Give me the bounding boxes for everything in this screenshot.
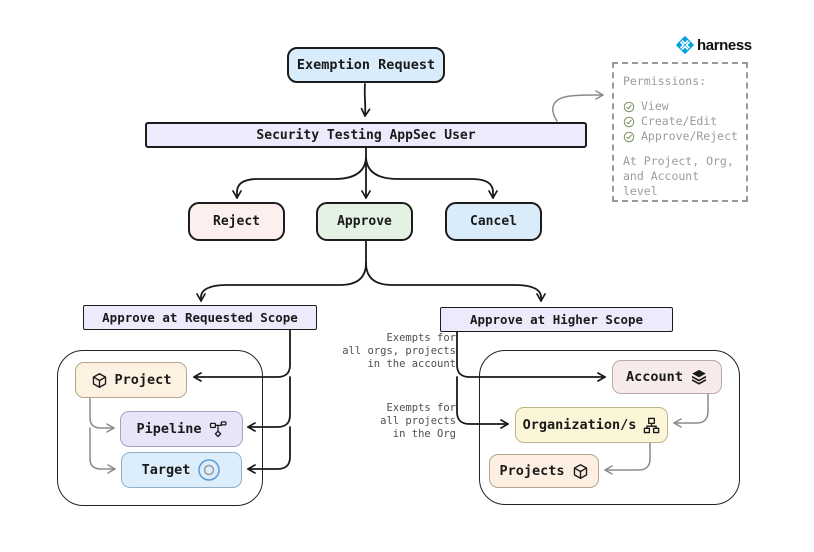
harness-wordmark: harness <box>697 36 752 54</box>
permissions-title: Permissions: <box>623 74 707 88</box>
organizations-label: Organization/s <box>522 417 637 433</box>
pipeline-node[interactable]: Pipeline <box>120 411 243 447</box>
appsec-user-node[interactable]: Security Testing AppSec User <box>145 122 587 148</box>
account-label: Account <box>626 369 683 385</box>
permission-item: Create/Edit <box>623 114 737 129</box>
org-chart-icon <box>643 417 660 434</box>
reject-label: Reject <box>213 214 260 229</box>
higher-scope-container <box>479 350 740 505</box>
appsec-user-label: Security Testing AppSec User <box>256 127 476 143</box>
approve-node[interactable]: Approve <box>316 202 413 241</box>
higher-scope-label: Approve at Higher Scope <box>469 312 644 327</box>
permissions-footer: At Project, Org, and Account level <box>623 154 734 198</box>
check-circle-icon <box>623 116 635 128</box>
org-scope-note: Exempts for all projects in the Org <box>380 402 456 440</box>
pipeline-label: Pipeline <box>136 421 202 437</box>
permission-label: Create/Edit <box>641 114 718 128</box>
account-scope-note: Exempts for all orgs, projects in the ac… <box>342 332 456 370</box>
projects-label: Projects <box>499 463 565 479</box>
cancel-label: Cancel <box>470 214 517 229</box>
approve-label: Approve <box>337 214 392 229</box>
target-label: Target <box>141 462 191 478</box>
exemption-request-label: Exemption Request <box>296 57 436 73</box>
cancel-node[interactable]: Cancel <box>445 202 542 241</box>
permission-label: Approve/Reject <box>641 129 738 143</box>
requested-scope-header[interactable]: Approve at Requested Scope <box>83 305 317 330</box>
higher-scope-header[interactable]: Approve at Higher Scope <box>440 307 673 332</box>
check-circle-icon <box>623 131 635 143</box>
account-node[interactable]: Account <box>612 360 722 394</box>
check-circle-icon <box>623 101 635 113</box>
cube-icon <box>572 463 589 480</box>
harness-icon <box>676 36 694 54</box>
target-icon <box>197 458 221 482</box>
reject-node[interactable]: Reject <box>188 202 285 241</box>
permission-label: View <box>641 99 669 113</box>
layers-icon <box>690 368 708 386</box>
target-node[interactable]: Target <box>121 452 242 488</box>
harness-logo: harness <box>676 36 752 54</box>
permissions-panel: Permissions: View Create/Edit <box>612 62 748 202</box>
organizations-node[interactable]: Organization/s <box>515 407 668 443</box>
projects-node[interactable]: Projects <box>489 454 599 488</box>
permission-item: Approve/Reject <box>623 129 738 144</box>
requested-scope-label: Approve at Requested Scope <box>102 310 298 325</box>
project-label: Project <box>114 372 172 388</box>
pipeline-icon <box>209 420 227 438</box>
cube-icon <box>91 372 108 389</box>
permission-item: View <box>623 99 737 114</box>
exemption-request-node[interactable]: Exemption Request <box>287 47 445 83</box>
project-node[interactable]: Project <box>75 362 187 398</box>
